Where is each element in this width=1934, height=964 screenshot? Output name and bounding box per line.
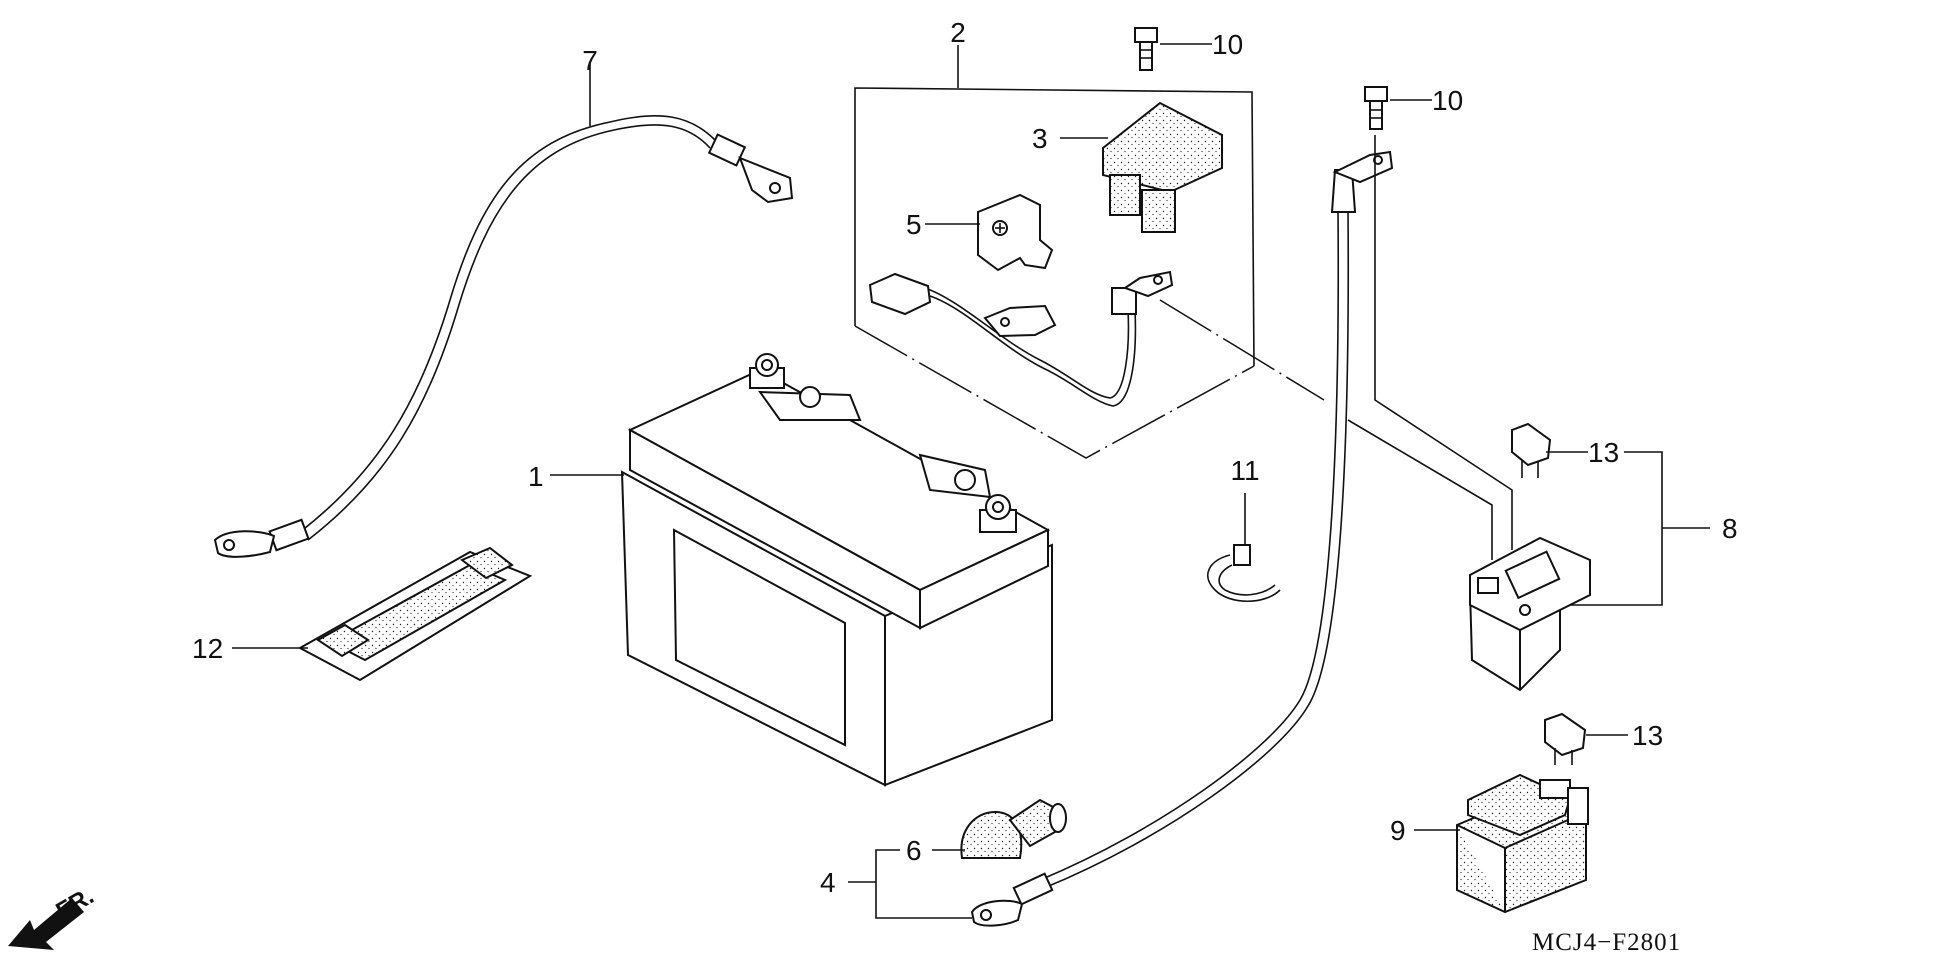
callout-2: 2 [950, 17, 966, 48]
relay-cover-part-9 [1456, 773, 1589, 914]
front-direction-arrow: FR. [8, 882, 98, 950]
battery-cable-part-7 [213, 114, 794, 558]
callout-12: 12 [192, 633, 223, 664]
callout-4: 4 [820, 867, 836, 898]
callout-11: 11 [1230, 455, 1259, 486]
callout-13-upper: 13 [1588, 437, 1619, 468]
callout-6: 6 [906, 835, 922, 866]
battery-part-1 [620, 353, 1053, 787]
starter-relay-part-8 [1468, 536, 1591, 692]
callout-5: 5 [906, 209, 922, 240]
clamp-part-11 [1207, 544, 1281, 602]
callout-10-lower: 10 [1432, 85, 1463, 116]
battery-band-part-12 [297, 546, 533, 682]
bolt-part-10-upper [1134, 27, 1158, 71]
callout-10-upper: 10 [1212, 29, 1243, 60]
bolt-part-10-lower [1364, 86, 1388, 130]
terminal-boot-part-6 [960, 798, 1067, 859]
terminal-cover-part-5 [977, 193, 1054, 272]
fuse-part-13-lower [1544, 712, 1587, 765]
sub-harness [868, 270, 1174, 407]
positive-terminal [979, 494, 1017, 533]
callout-8: 8 [1722, 513, 1738, 544]
callout-7: 7 [582, 45, 598, 76]
callout-1: 1 [528, 461, 544, 492]
terminal-cover-part-3 [1102, 101, 1223, 233]
callout-9: 9 [1390, 815, 1406, 846]
callout-3: 3 [1032, 123, 1048, 154]
callout-13-lower: 13 [1632, 720, 1663, 751]
figure-code: MCJ4−F2801 [1532, 929, 1681, 956]
fuse-part-13-upper [1511, 422, 1552, 478]
negative-terminal [749, 353, 785, 389]
harness-kit-bracket-part-2 [854, 45, 1255, 459]
starter-cable-part-4 [970, 150, 1394, 927]
